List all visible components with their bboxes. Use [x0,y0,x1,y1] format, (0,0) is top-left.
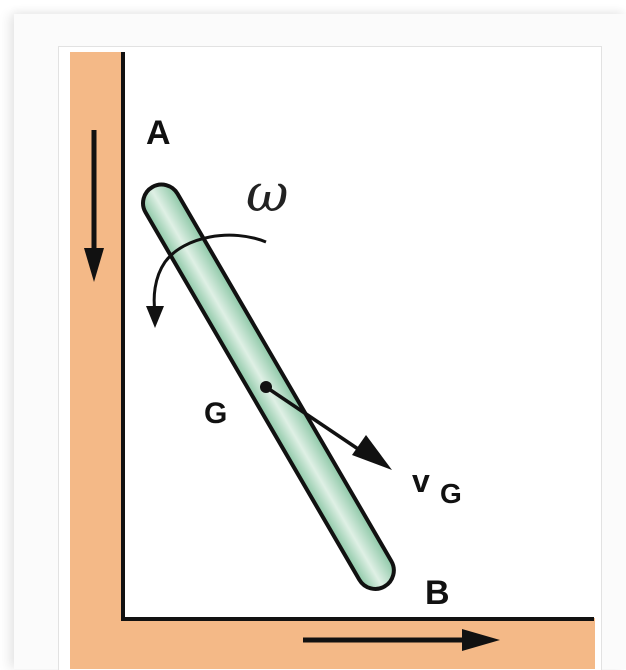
label-a: A [146,114,171,152]
floor [70,618,595,669]
velocity-arrow-icon [265,385,392,470]
label-b: B [425,574,450,612]
angular-velocity-arrow-icon [146,233,267,328]
label-v: v [412,463,430,499]
label-g: G [204,397,227,430]
label-v-subscript: G [440,478,462,509]
figure-panel [58,46,602,670]
down-arrow-icon [84,130,104,282]
right-arrow-icon [303,629,500,651]
label-omega: ω [246,164,288,224]
